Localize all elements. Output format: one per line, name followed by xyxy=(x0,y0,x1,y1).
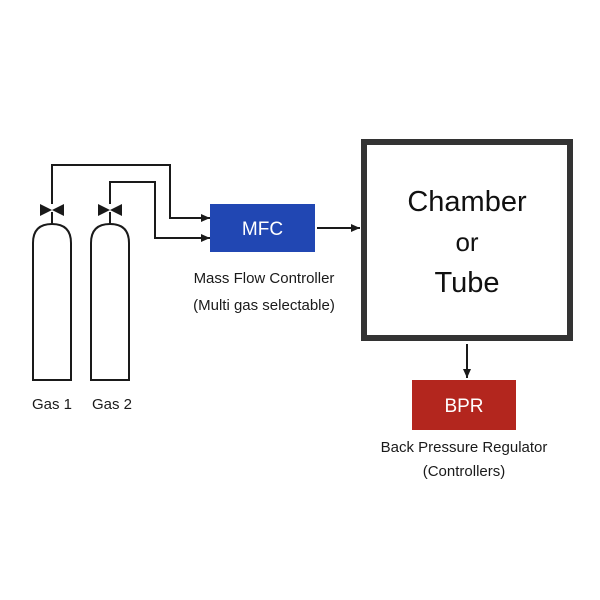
bpr-caption-line-1: Back Pressure Regulator xyxy=(381,439,548,456)
bpr-caption-line-2: (Controllers) xyxy=(423,463,506,480)
gas-cylinder-1 xyxy=(32,222,72,381)
gas-2-line xyxy=(109,181,210,242)
gas-1-line xyxy=(51,164,210,222)
valve-icon[interactable] xyxy=(98,204,122,216)
mfc-caption-line-2: (Multi gas selectable) xyxy=(193,297,335,314)
mfc-caption-line-1: Mass Flow Controller xyxy=(194,270,335,287)
gas-2-label: Gas 2 xyxy=(92,396,132,413)
chamber-line-3: Tube xyxy=(434,267,499,299)
mfc-box[interactable] xyxy=(210,204,315,252)
valve-icon[interactable] xyxy=(40,204,64,216)
chamber-box[interactable] xyxy=(361,139,573,341)
chamber-line-2: or xyxy=(455,227,478,257)
gas-cylinder-2 xyxy=(90,222,130,381)
mfc-label: MFC xyxy=(242,219,283,240)
bpr-label: BPR xyxy=(444,396,483,417)
chamber-line-1: Chamber xyxy=(407,186,527,218)
bpr-box[interactable] xyxy=(412,380,516,430)
gas-1-label: Gas 1 xyxy=(32,396,72,413)
